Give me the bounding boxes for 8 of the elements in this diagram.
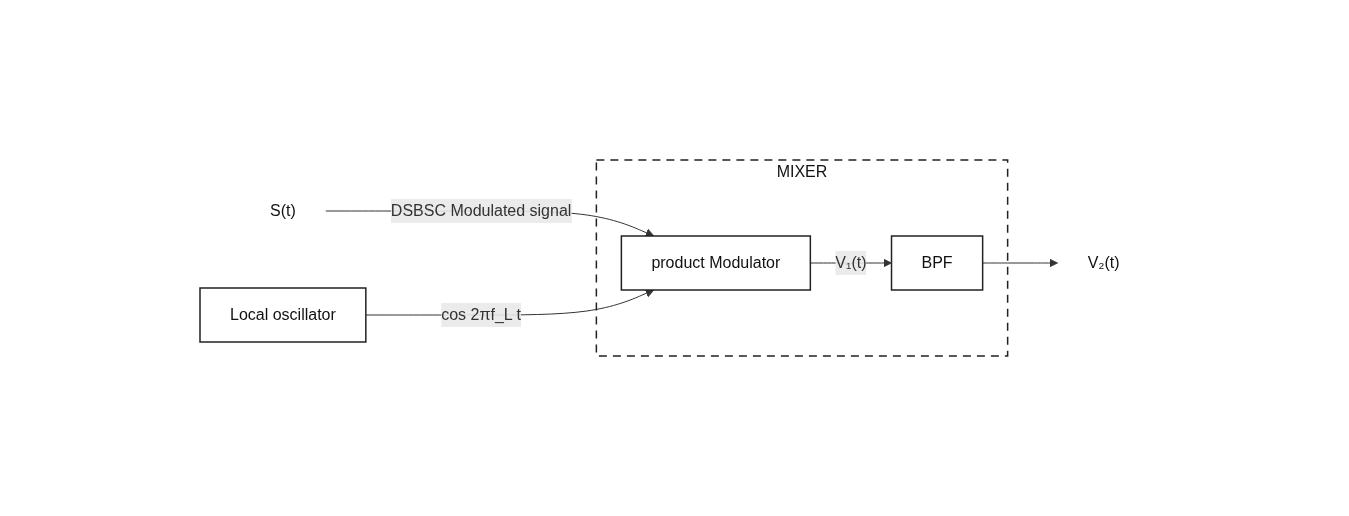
- edge-label: V₁(t): [835, 254, 867, 271]
- edge-label: DSBSC Modulated signal: [390, 202, 572, 219]
- edge-label: cos 2πf_L t: [440, 306, 521, 323]
- node-text: V₂(t): [1087, 254, 1120, 271]
- node-box: product Modulator: [620, 235, 811, 291]
- node-box: Local oscillator: [198, 287, 367, 343]
- node-text: S(t): [269, 202, 296, 219]
- node-box: BPF: [890, 235, 984, 291]
